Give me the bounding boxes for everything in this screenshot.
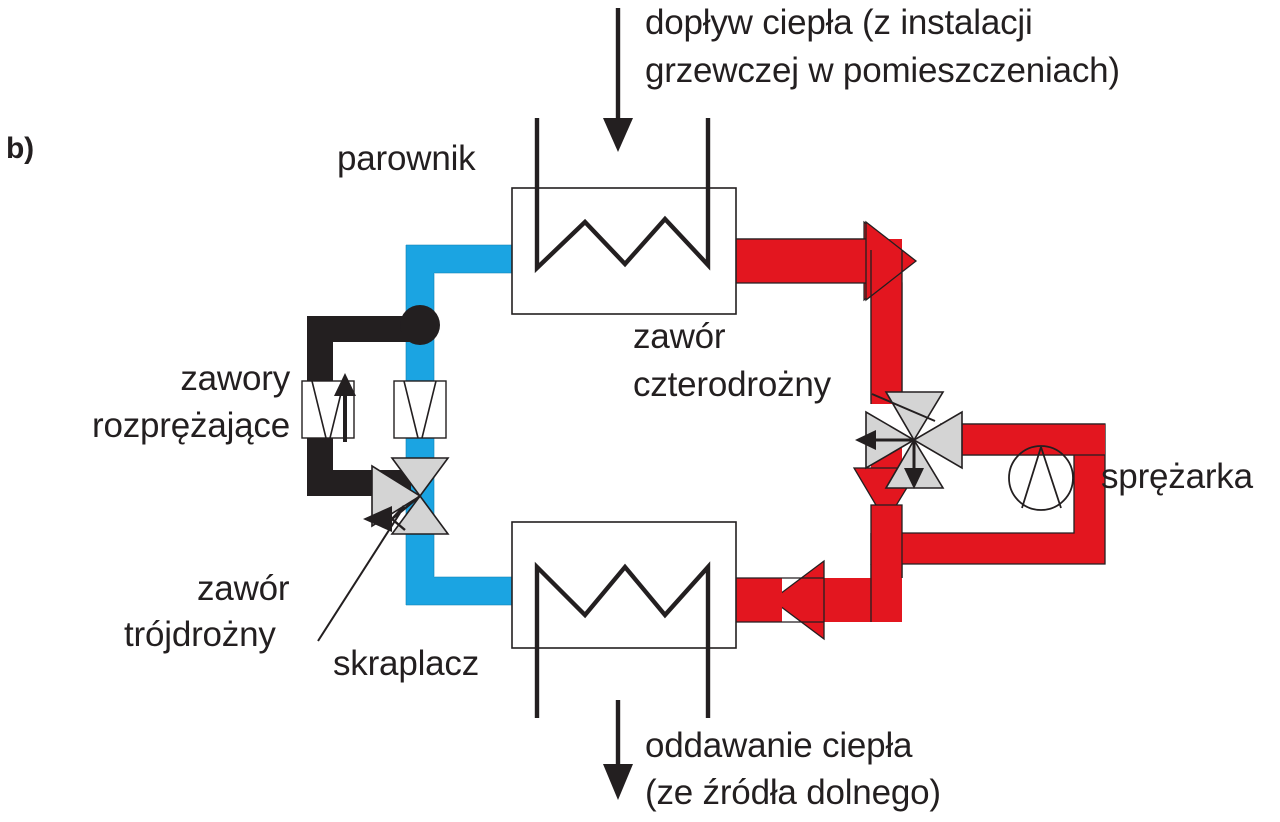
expansion-valve-right-hourglass [403,380,437,439]
evaporator [511,8,737,315]
three-way-valve-leader [317,512,401,642]
four-way-valve-triangle-right [912,410,963,470]
hot-pipe-bottom-riser-outline2 [870,533,903,622]
evaporator-coil [534,118,711,274]
three-way-valve-triangle-bottom [390,494,450,535]
compressor-label: sprężarka [1101,457,1253,496]
hot-pipe-bottom-outline [736,577,824,623]
junction-node [400,305,440,345]
condenser-label: skraplacz [333,644,480,683]
hot-pipe-bottom-riser-fill [871,533,902,622]
heat-out-arrowhead [603,764,633,800]
compressor [1008,445,1074,511]
four-way-valve [855,391,963,489]
heat-inflow-label-line2: grzewczej w pomieszczeniach) [645,51,1120,90]
three-way-valve [317,457,450,642]
evaporator-box [511,187,737,315]
expansion-valve-right-box [393,380,447,439]
heat-inflow-label-line1: dopływ ciepła (z instalacji [645,3,1033,42]
four-way-valve-arrowhead-down [904,468,924,489]
four-way-valve-leader [871,393,936,422]
hot-pipe-top-segment [736,239,876,283]
compressor-wedge [1021,446,1062,509]
hot-pipe-valve-to-compressor [940,424,1105,455]
three-way-valve-triangle-top [390,457,450,498]
expansion-valves-label-line1: zawory [180,359,290,398]
expansion-valve-left-flow-arrowhead [334,373,356,396]
heat-outflow-label-line2: (ze źródła dolnego) [645,773,941,812]
hot-pipe-top-outline [736,238,903,404]
four-way-valve-label-line2: czterodrożny [633,365,831,404]
expansion-valves-label-line2: rozprężające [92,406,290,445]
hot-pipe-bottom-stub [736,578,782,622]
cold-pipe-bottom [406,577,516,605]
evaporator-label: parownik [337,139,476,178]
three-way-valve-arrowhead [363,506,392,532]
four-way-valve-arrowhead-left [855,430,876,450]
three-way-valve-label-line2: trójdrożny [124,615,276,654]
expansion-valve-left [301,373,356,442]
hot-arrow-right [865,220,918,302]
four-way-valve-label-line1: zawór [633,317,726,356]
expansion-valve-right [393,380,447,439]
condenser-coil [534,561,711,718]
three-way-valve-label-line1: zawór [197,569,290,608]
four-way-valve-triangle-top [884,391,945,442]
compressor-circle [1008,445,1074,511]
heat-outflow-label-line1: oddawanie ciepła [645,726,913,765]
panel-label: b) [6,132,34,165]
condenser [511,521,737,800]
heat-in-arrowhead [603,118,633,152]
hot-arrow-left [770,559,825,641]
condenser-box [511,521,737,649]
hot-pipe-valve-to-compressor-outline [940,423,1105,456]
